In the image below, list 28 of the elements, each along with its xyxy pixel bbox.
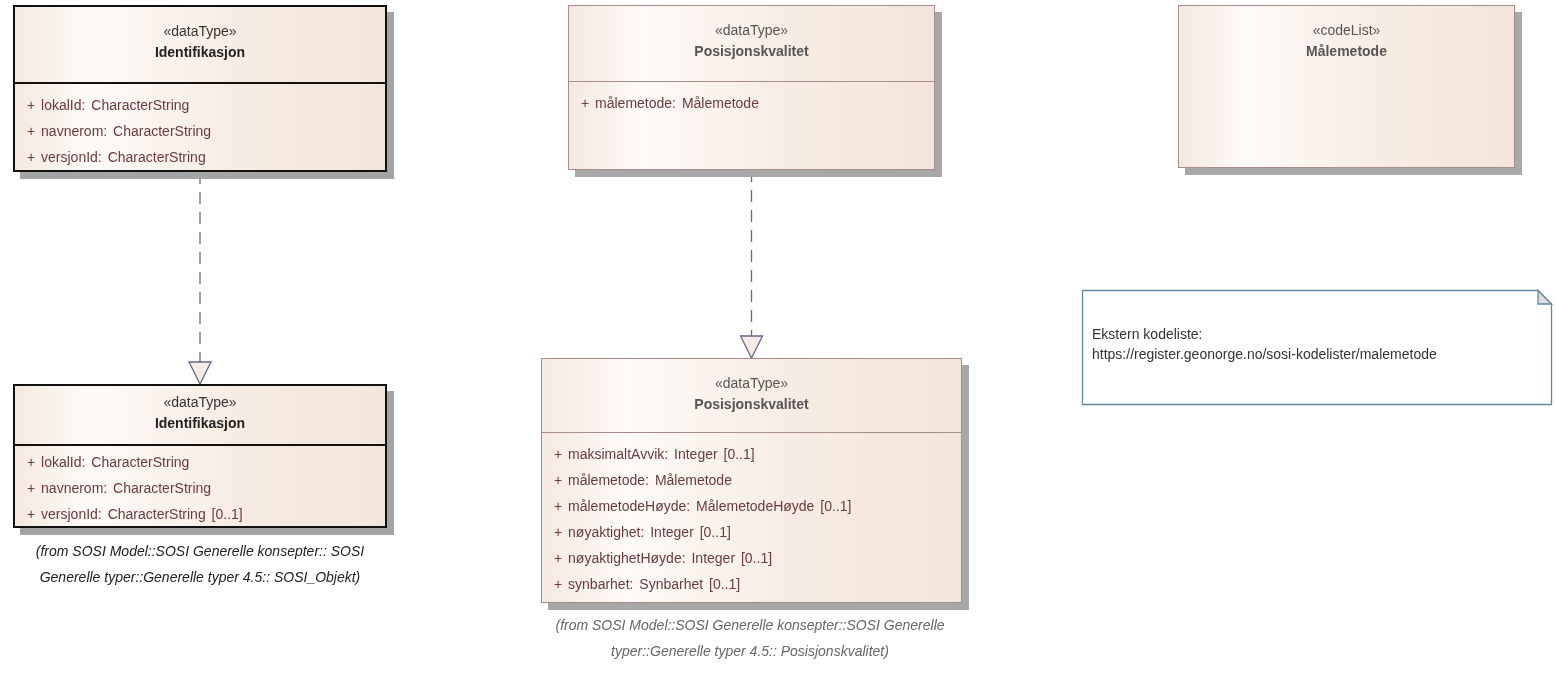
note-box	[1082, 290, 1552, 405]
package-caption: (from SOSI Model::SOSI Generelle konsepter:: SOSI Generelle typer::Generelle typer 4.5:: SOSI_Objekt)	[34, 542, 366, 587]
note-text: https://register.geonorge.no/sosi-kodelister/malemetode	[1092, 345, 1437, 364]
attribute-text: + navnerom: CharacterString	[27, 122, 212, 141]
stereotype-label: «dataType»	[163, 393, 237, 412]
attribute-text: + synbarhet: Synbarhet [0..1]	[554, 575, 741, 594]
attribute-text: + versjonId: CharacterString	[27, 148, 206, 167]
attribute-text: + nøyaktighetHøyde: Integer [0..1]	[554, 549, 773, 568]
class-name: Identifikasjon	[154, 43, 246, 62]
attribute-text: + navnerom: CharacterString	[27, 479, 212, 498]
stereotype-label: «codeList»	[1312, 21, 1381, 40]
note-text: Ekstern kodeliste:	[1092, 325, 1203, 344]
class-name: Posisjonskvalitet	[694, 395, 809, 414]
attribute-text: + versjonId: CharacterString [0..1]	[27, 505, 243, 524]
attribute-text: + lokalId: CharacterString	[27, 96, 190, 115]
class-name: Målemetode	[1306, 42, 1387, 61]
attribute-text: + nøyaktighet: Integer [0..1]	[554, 523, 731, 542]
attribute-text: + målemetodeHøyde: MålemetodeHøyde [0..1]	[554, 497, 852, 516]
attribute-text: + maksimaltAvvik: Integer [0..1]	[554, 445, 755, 464]
attribute-text: + målemetode: Målemetode	[554, 471, 732, 490]
class-name: Posisjonskvalitet	[694, 42, 809, 61]
stereotype-label: «dataType»	[714, 374, 789, 393]
stereotype-label: «dataType»	[714, 21, 789, 40]
stereotype-label: «dataType»	[163, 22, 237, 41]
package-caption: (from SOSI Model::SOSI Generelle konsepter::SOSI Generelle typer::Generelle typer 4.5:: Posisjonskvalitet)	[554, 616, 946, 661]
attribute-text: + lokalId: CharacterString	[27, 453, 190, 472]
attribute-text: + målemetode: Målemetode	[581, 94, 759, 113]
class-name: Identifikasjon	[154, 414, 246, 433]
